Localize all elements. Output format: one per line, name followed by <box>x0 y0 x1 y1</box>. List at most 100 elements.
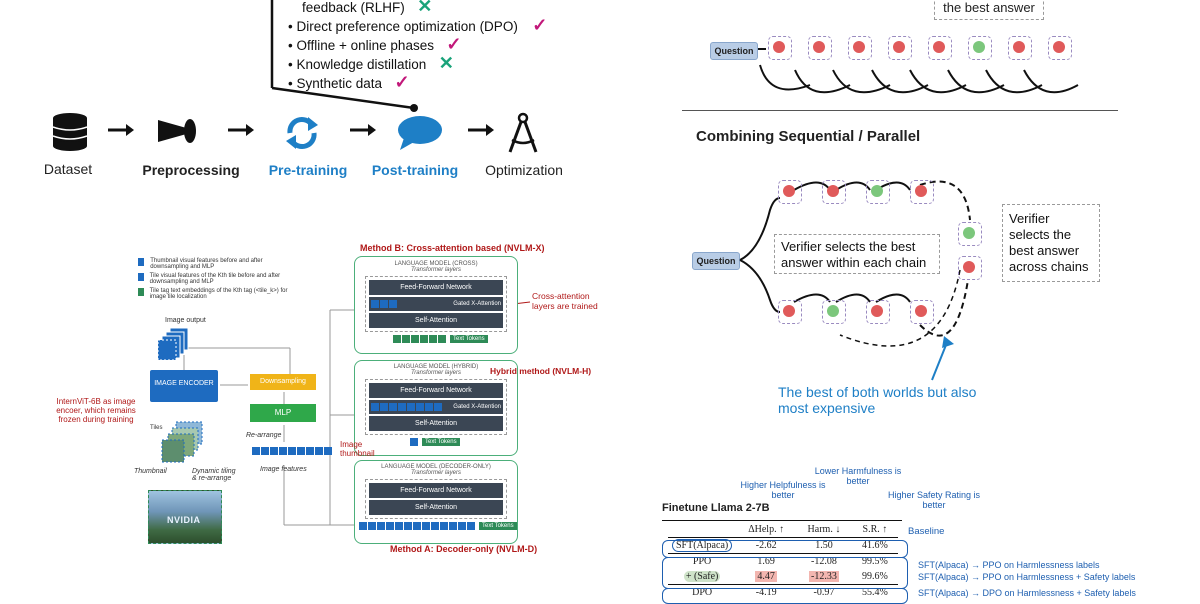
final-chain <box>958 222 982 280</box>
baseline-note: Baseline <box>908 526 945 537</box>
answer-node <box>778 300 802 324</box>
downsampling-box: Downsampling <box>250 374 316 390</box>
combining-title: Combining Sequential / Parallel <box>696 128 921 145</box>
side-note-dpo: SFT(Alpaca) → DPO on Harmlessness + Safe… <box>918 588 1136 598</box>
check-icon: ✓ <box>394 72 410 92</box>
answer-node <box>768 36 792 60</box>
section-divider <box>682 110 1118 111</box>
answer-node <box>848 36 872 60</box>
intern-note: InternViT-6B as image encoer, which rema… <box>56 397 136 424</box>
chain-two <box>778 300 934 324</box>
row-outline-baseline <box>662 540 908 558</box>
answer-node <box>958 256 982 280</box>
lm-cross-box: LANGUAGE MODEL (CROSS) Transformer layer… <box>354 256 518 354</box>
image-feature-row <box>252 447 332 455</box>
answer-node <box>1048 36 1072 60</box>
check-icon: ✓ <box>532 15 548 35</box>
results-table: ΔHelp. ↑ Harm. ↓ S.R. ↑ SFT(Alpaca) -2.6… <box>668 522 898 600</box>
answer-node <box>866 180 890 204</box>
check-icon: ✓ <box>446 34 462 54</box>
thumbnail-feature-swatch <box>138 258 145 266</box>
row-outline-dpo <box>662 588 908 604</box>
answer-node <box>822 180 846 204</box>
image-thumbnail-label: Image thumbnail <box>340 440 375 458</box>
list-item: feedback (RLHF) ✕ <box>288 0 547 16</box>
top-chain-arrows <box>758 48 1079 94</box>
image-features-label: Image features <box>260 466 307 473</box>
pipeline-label-posttraining: Post-training <box>371 162 459 178</box>
hybrid-title: Hybrid method (NVLM-H) <box>490 366 592 376</box>
image-output-label: Image output <box>165 317 206 324</box>
best-answer-box-top: the best answer <box>934 0 1044 20</box>
lm-hybrid-box: LANGUAGE MODEL (HYBRID) Transformer laye… <box>354 360 518 456</box>
list-item: • Offline + online phases ✓ <box>288 34 462 54</box>
lm-decoder-box: LANGUAGE MODEL (DECODER-ONLY) Transforme… <box>354 460 518 544</box>
pipeline-label-preprocessing: Preprocessing <box>142 162 240 178</box>
method-a-title: Method A: Decoder-only (NVLM-D) <box>390 544 538 554</box>
arrow-icon <box>228 124 254 136</box>
nvidia-building-image: NVIDIA <box>148 490 222 544</box>
legend-item: Tile visual features of the Kth tile bef… <box>138 273 288 285</box>
pipeline-label-pretraining: Pre-training <box>268 162 348 178</box>
cross-note: Cross-attention layers are trained <box>532 291 598 311</box>
answer-node <box>1008 36 1032 60</box>
answer-node <box>928 36 952 60</box>
answer-node <box>968 36 992 60</box>
top-chain <box>768 36 1072 60</box>
tiles-label: Tiles <box>150 425 163 431</box>
compass-icon <box>508 112 538 153</box>
pipeline-label-optimization: Optimization <box>485 162 563 178</box>
arrow-icon <box>350 124 376 136</box>
speech-bubble-icon <box>398 116 442 150</box>
chain-one <box>778 180 934 204</box>
verifier-within-box: Verifier selects the best answer within … <box>774 234 940 274</box>
verifier-across-box: Verifier selects the best answer across … <box>1002 204 1100 282</box>
database-icon <box>52 113 88 151</box>
image-encoder-box: IMAGE ENCODER <box>150 370 218 402</box>
arrow-icon <box>468 124 494 136</box>
best-both-note: The best of both worlds but also most ex… <box>778 384 977 416</box>
side-note-ppo-safety: SFT(Alpaca) → PPO on Harmlessness + Safe… <box>918 572 1136 582</box>
answer-node <box>910 300 934 324</box>
image-output-stack <box>158 327 189 361</box>
list-item: • Synthetic data ✓ <box>288 72 410 92</box>
tile-tag-swatch <box>138 288 144 296</box>
list-item: • Direct preference optimization (DPO) ✓ <box>288 15 548 35</box>
mlp-box: MLP <box>250 404 316 422</box>
refresh-icon <box>286 117 318 149</box>
question-box-top: Question <box>710 42 758 60</box>
row-outline-ppo <box>662 557 908 589</box>
answer-node <box>910 180 934 204</box>
combined-arrows <box>739 180 971 381</box>
table-row: + (Safe) 4.47 -12.33 99.6% <box>683 571 888 582</box>
table-title: Finetune Llama 2-7B <box>662 502 770 514</box>
funnel-icon <box>158 119 196 143</box>
tiles-stack <box>161 421 203 463</box>
cross-icon: ✕ <box>417 0 433 16</box>
connector-lines <box>270 0 418 112</box>
dynamic-tiling-label: Dynamic tiling & re-arrange <box>192 468 236 482</box>
rearrange-label: Re-arrange <box>246 432 282 439</box>
table-rule-top <box>662 520 902 521</box>
note-helpfulness: Higher Helpfulness is better <box>740 480 826 500</box>
note-harmfulness: Lower Harmfulness is better <box>814 466 902 486</box>
table-header-row: ΔHelp. ↑ Harm. ↓ S.R. ↑ <box>668 522 898 538</box>
answer-node <box>866 300 890 324</box>
cross-icon: ✕ <box>438 53 454 73</box>
pipeline-label-dataset: Dataset <box>43 161 93 177</box>
answer-node <box>778 180 802 204</box>
arrow-icon <box>108 124 134 136</box>
nvlm-connectors <box>183 301 531 526</box>
legend-item: Thumbnail visual features before and aft… <box>138 258 288 270</box>
legend: Thumbnail visual features before and aft… <box>138 258 288 300</box>
note-safety: Higher Safety Rating is better <box>887 490 981 510</box>
method-list: feedback (RLHF) ✕ • Direct preference op… <box>288 0 548 92</box>
answer-node <box>888 36 912 60</box>
method-b-title: Method B: Cross-attention based (NVLM-X) <box>360 243 545 253</box>
answer-node <box>808 36 832 60</box>
side-note-ppo-harm: SFT(Alpaca) → PPO on Harmlessness labels <box>918 560 1100 570</box>
list-item: • Knowledge distillation ✕ <box>288 53 454 73</box>
